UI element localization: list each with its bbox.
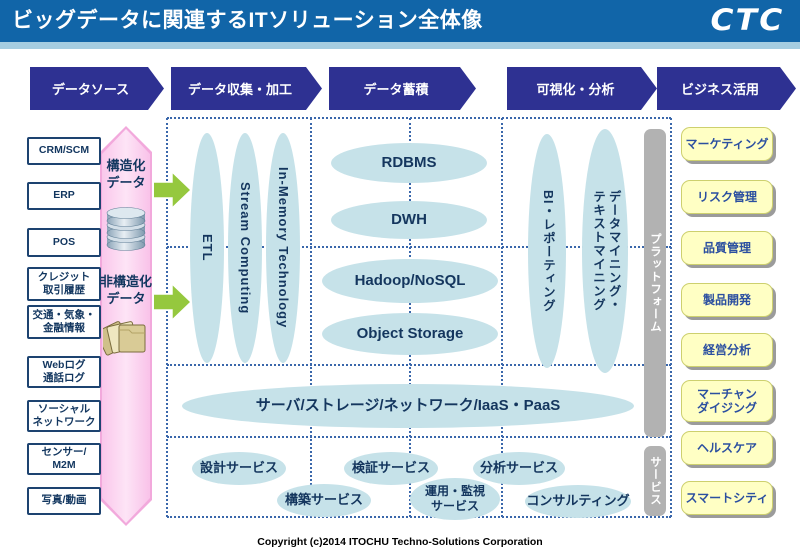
source-box-traffic: 交通・気象・ 金融情報 — [27, 305, 101, 339]
tech-label: Stream Computing — [238, 181, 254, 315]
business-box-quality: 品質管理 — [681, 231, 773, 265]
service-ellipse-consulting: コンサルティング — [525, 485, 631, 518]
service-ellipse-verification: 検証サービス — [344, 452, 438, 485]
source-box-sensor-m2m: センサー/ M2M — [27, 443, 101, 475]
grid-line-horizontal — [167, 436, 671, 438]
analysis-ellipse-data-text-mining: データマイニング・テキストマイニング — [582, 129, 628, 373]
business-box-mgmt-analysis: 経営分析 — [681, 333, 773, 367]
source-box-pos: POS — [27, 228, 101, 257]
grid-line-vertical — [310, 118, 312, 517]
flow-step-data-source: データソース — [30, 67, 164, 110]
platform-label: プラットフォーム — [649, 233, 661, 333]
copyright-text: Copyright (c)2014 ITOCHU Techno-Solution… — [257, 536, 543, 548]
grid-line-vertical — [501, 118, 503, 517]
tech-ellipse-inmemory: In-Memory Technology — [266, 133, 300, 363]
green-arrow-icon — [154, 285, 190, 319]
grid-line-horizontal — [167, 364, 671, 366]
storage-ellipse-rdbms: RDBMS — [331, 143, 487, 183]
grid-line-vertical — [670, 118, 672, 517]
analysis-label: BI・レポーティング — [540, 189, 555, 313]
business-box-risk: リスク管理 — [681, 180, 773, 214]
source-box-crm-scm: CRM/SCM — [27, 137, 101, 165]
tech-label: In-Memory Technology — [276, 167, 292, 329]
service-ellipse-operation: 運用・監視 サービス — [410, 478, 500, 520]
structured-data-label: 構造化 データ — [106, 158, 146, 190]
ctc-logo: CTC — [710, 3, 784, 37]
tech-label: ETL — [200, 234, 216, 262]
flow-step-business-use: ビジネス活用 — [657, 67, 796, 110]
analysis-ellipse-bi-reporting: BI・レポーティング — [528, 134, 566, 368]
analysis-label: データマイニング・テキストマイニング — [591, 190, 621, 312]
platform-bar: プラットフォーム — [644, 129, 666, 437]
infrastructure-ellipse: サーバ/ストレージ/ネットワーク/IaaS・PaaS — [182, 384, 634, 428]
storage-ellipse-dwh: DWH — [331, 201, 487, 239]
page-title: ビッグデータに関連するITソリューション全体像 — [12, 9, 483, 32]
service-ellipse-design: 設計サービス — [192, 452, 286, 485]
business-box-healthcare: ヘルスケア — [681, 431, 773, 465]
source-box-photo-video: 写真/動画 — [27, 487, 101, 515]
business-box-smart-city: スマートシティ — [681, 481, 773, 515]
tech-ellipse-stream-computing: Stream Computing — [228, 133, 262, 363]
source-box-social: ソーシャル ネットワーク — [27, 400, 101, 432]
service-ellipse-analysis: 分析サービス — [473, 452, 565, 485]
green-arrow-icon — [154, 173, 190, 207]
source-box-weblog: Webログ 通話ログ — [27, 356, 101, 388]
grid-line-horizontal — [167, 246, 671, 248]
service-ellipse-construction: 構築サービス — [277, 484, 371, 517]
source-box-erp: ERP — [27, 182, 101, 210]
flow-step-storage: データ蓄積 — [329, 67, 476, 110]
folders-icon — [95, 314, 149, 365]
grid-line-horizontal — [167, 117, 671, 119]
unstructured-data-label: 非構造化 データ — [100, 274, 153, 306]
business-box-merchandising: マーチャン ダイジング — [681, 380, 773, 422]
storage-ellipse-object-storage: Object Storage — [322, 313, 498, 355]
business-box-product-dev: 製品開発 — [681, 283, 773, 317]
flow-step-visualization: 可視化・分析 — [507, 67, 657, 110]
business-box-marketing: マーケティング — [681, 127, 773, 161]
service-label: サービス — [649, 456, 661, 506]
flow-step-collection: データ収集・加工 — [171, 67, 322, 110]
source-box-credit: クレジット 取引履歴 — [27, 267, 101, 301]
title-bar: ビッグデータに関連するITソリューション全体像 CTC — [0, 0, 800, 42]
grid-line-horizontal — [167, 516, 671, 518]
tech-ellipse-etl: ETL — [190, 133, 224, 363]
header-divider — [0, 42, 800, 49]
service-bar: サービス — [644, 446, 666, 516]
grid-line-vertical — [166, 118, 168, 517]
storage-ellipse-hadoop-nosql: Hadoop/NoSQL — [322, 259, 498, 303]
database-icon — [104, 204, 148, 257]
